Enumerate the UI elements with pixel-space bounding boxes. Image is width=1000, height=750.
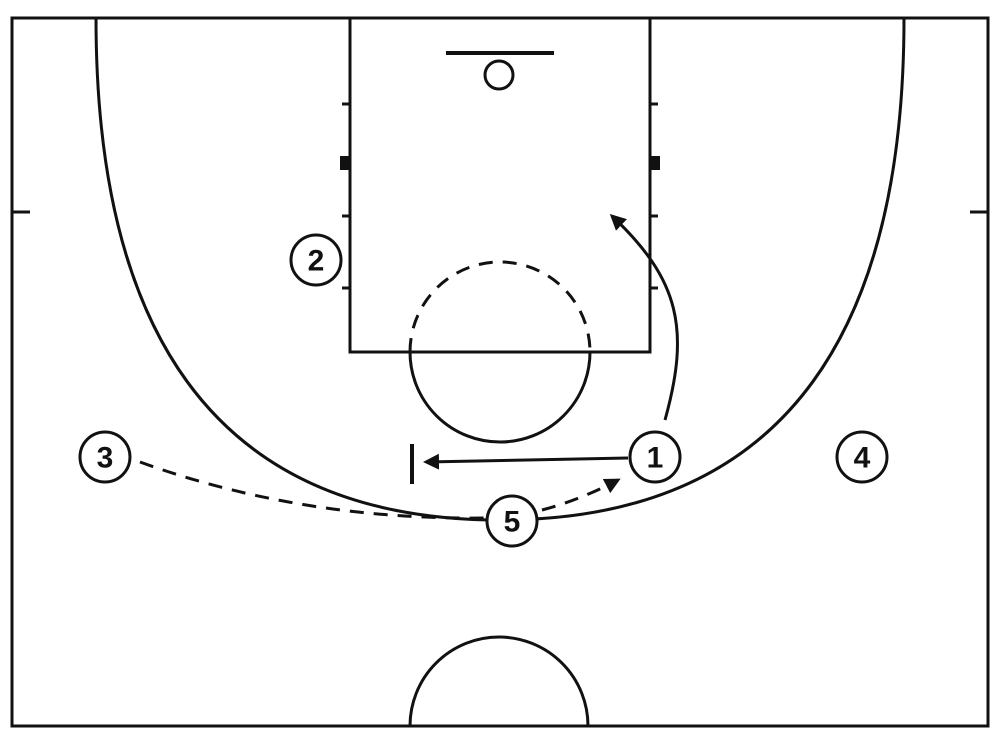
pass-path-5-to-1	[541, 478, 621, 512]
free-throw-circle-top-dashed	[408, 260, 592, 353]
player-2-label: 2	[308, 245, 325, 278]
rim	[483, 59, 515, 91]
free-throw-circle-bottom	[408, 351, 592, 444]
player-1: 1	[628, 430, 682, 484]
three-point-arc	[94, 17, 906, 522]
player-2: 2	[289, 233, 343, 287]
cut-path-player-1	[609, 213, 679, 421]
player-3: 3	[78, 430, 132, 484]
player-4: 4	[835, 430, 889, 484]
screen-path-player-1	[423, 453, 629, 470]
player-5: 5	[485, 494, 539, 548]
player-3-label: 3	[97, 442, 114, 475]
player-5-label: 5	[504, 506, 521, 539]
player-4-label: 4	[854, 442, 871, 475]
lane-hash-marks	[340, 102, 660, 290]
player-1-label: 1	[647, 442, 664, 475]
pass-path-3-to-5	[139, 460, 485, 520]
court-boundary	[10, 16, 990, 728]
center-circle	[408, 635, 590, 727]
lane	[348, 16, 652, 354]
